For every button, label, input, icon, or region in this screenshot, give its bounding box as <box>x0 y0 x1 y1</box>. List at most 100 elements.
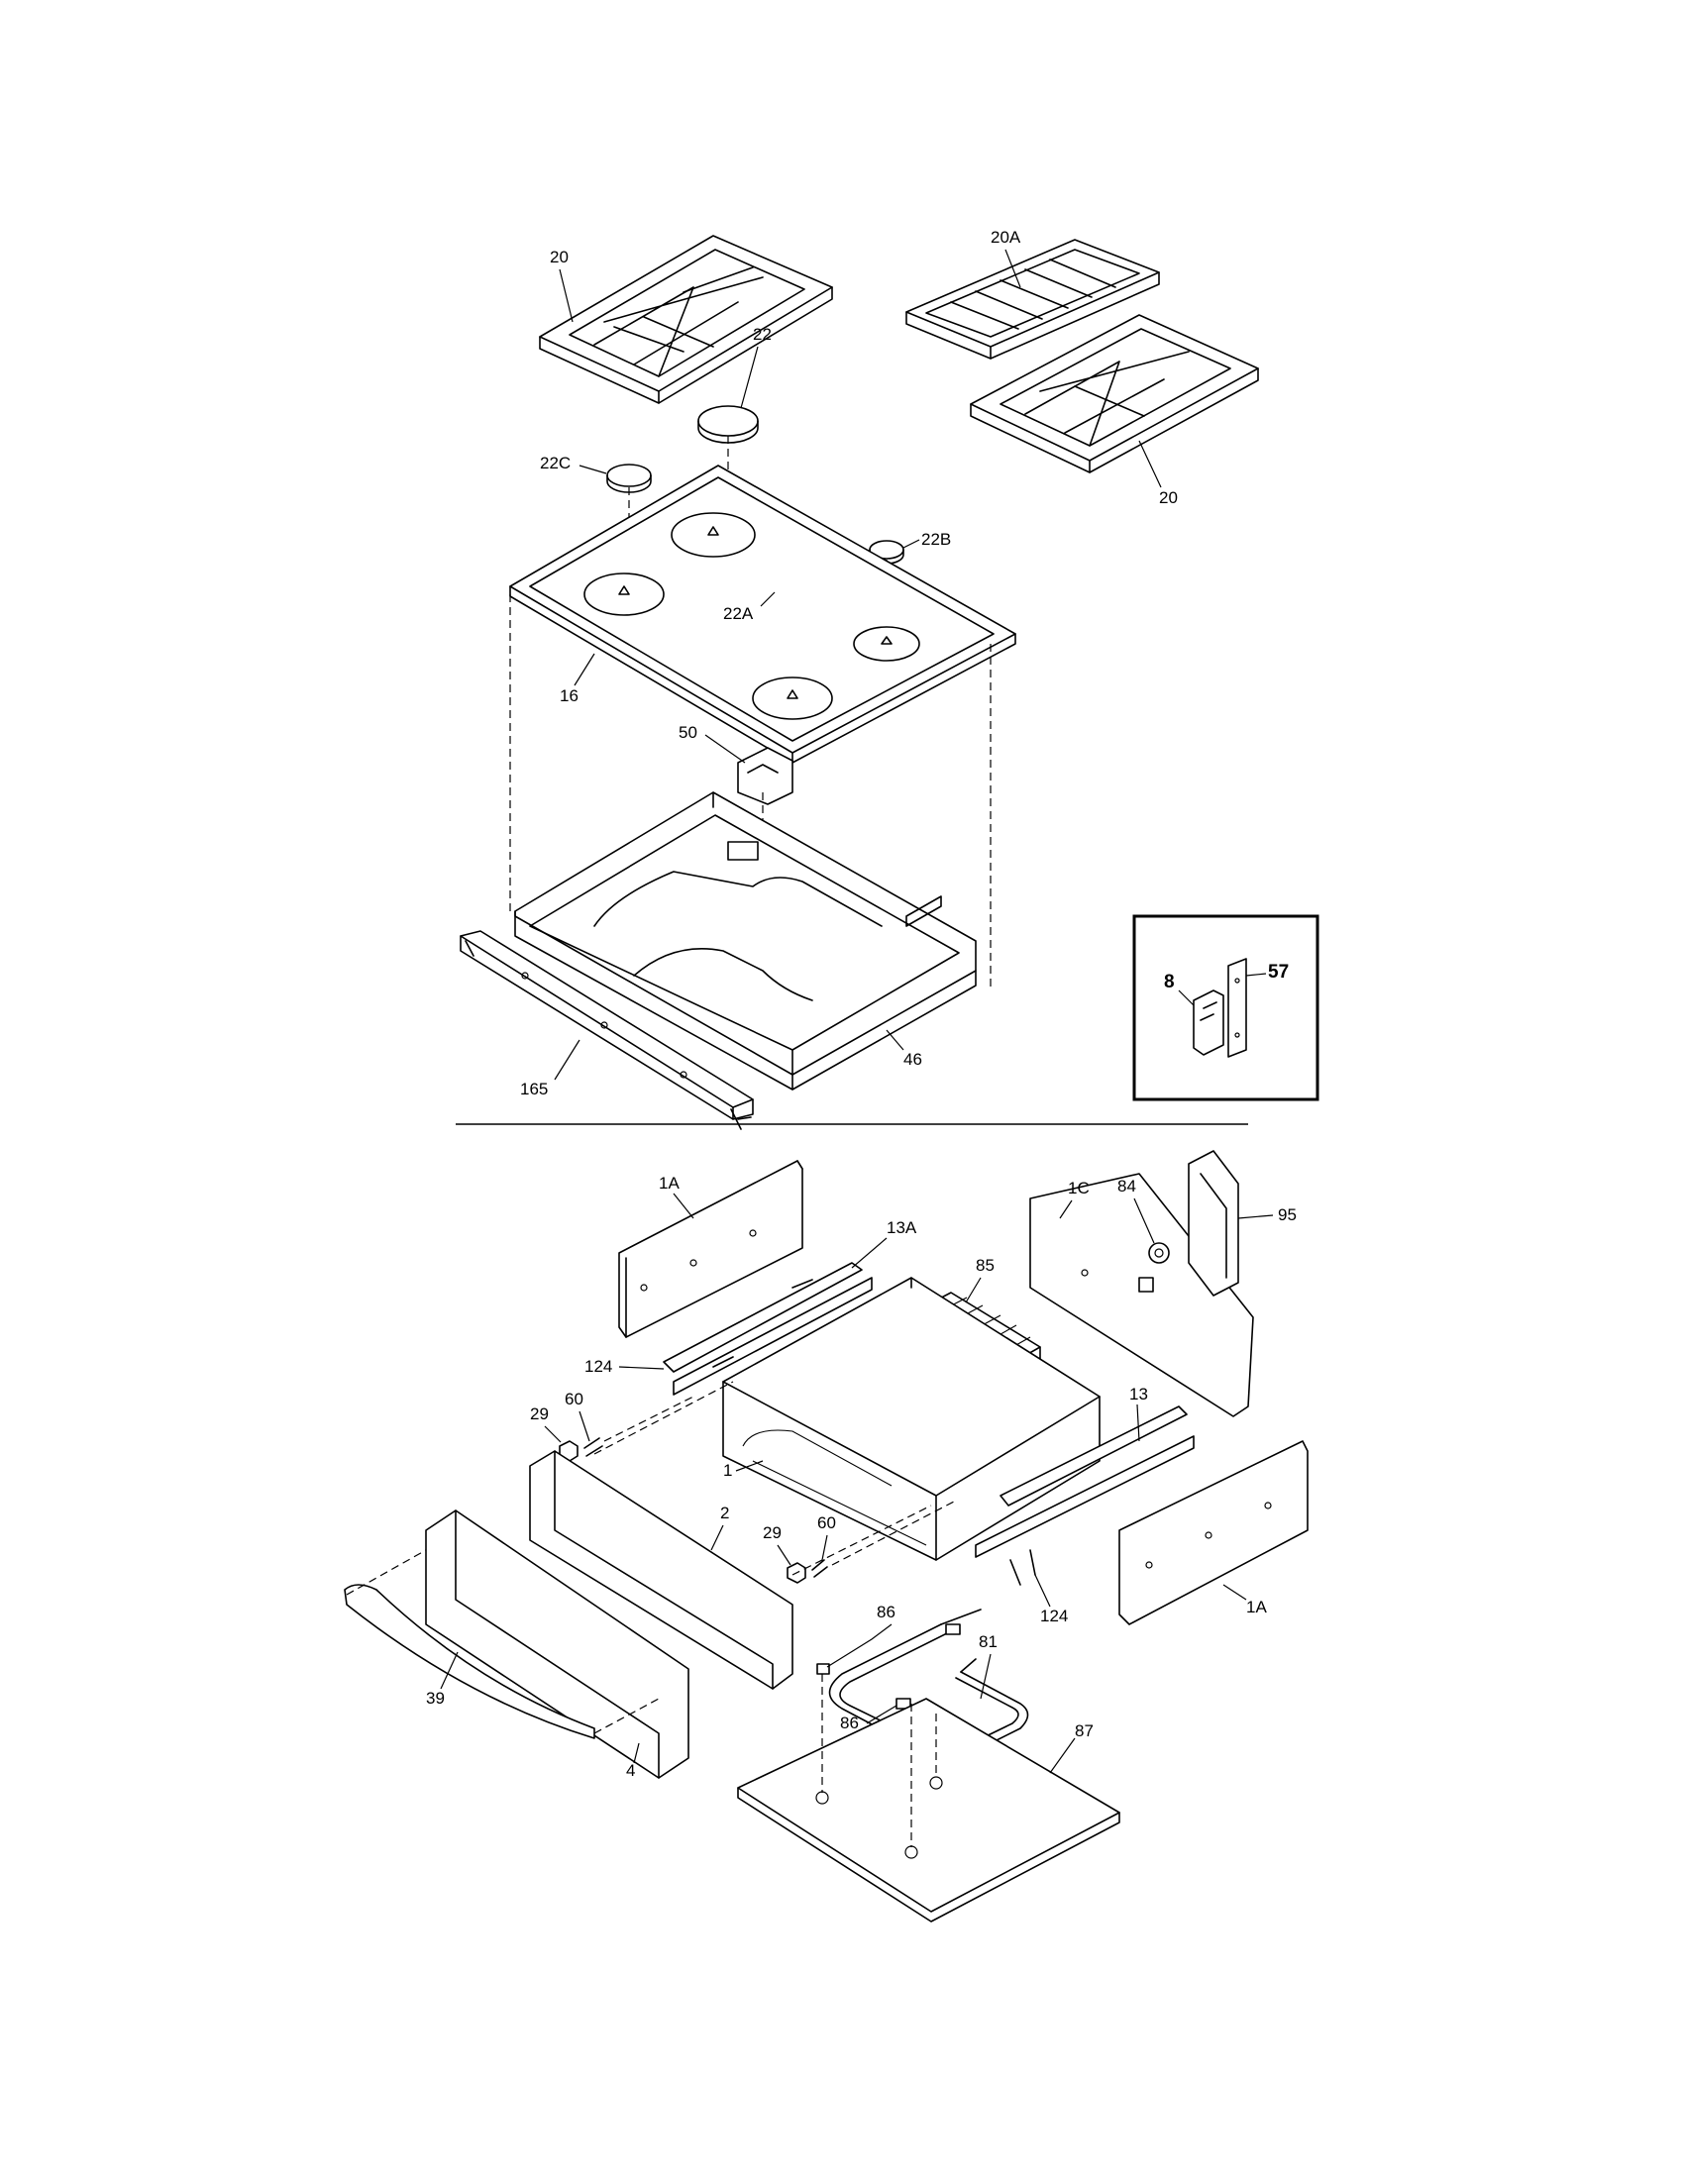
callout-label: 1C <box>1068 1179 1090 1197</box>
bracket-50 <box>737 747 793 805</box>
drawer-slide-13 <box>975 1405 1195 1586</box>
callout-22C: 22C <box>540 454 607 474</box>
callout-label: 165 <box>520 1080 548 1098</box>
callout-124a: 124 <box>584 1357 665 1376</box>
callout-label: 95 <box>1278 1205 1297 1224</box>
burner-cap-22C <box>606 464 652 493</box>
callout-label: 124 <box>1040 1607 1068 1625</box>
grate-center-20A <box>905 239 1160 360</box>
callout-label: 1A <box>1246 1598 1267 1616</box>
callout-label: 29 <box>763 1523 782 1542</box>
callout-95: 95 <box>1237 1205 1297 1224</box>
callout-22A: 22A <box>723 591 776 623</box>
callout-label: 124 <box>584 1357 612 1376</box>
drawer-panel-2 <box>529 1450 793 1690</box>
callout-label: 20A <box>991 228 1021 247</box>
callout-label: 1A <box>659 1174 680 1193</box>
callout-86a: 86 <box>826 1603 895 1668</box>
manifold-bracket-165 <box>460 930 754 1130</box>
callout-20b: 20 <box>1138 440 1178 507</box>
callout-2: 2 <box>710 1504 729 1551</box>
callout-8: 8 <box>1164 972 1195 1006</box>
callout-label: 86 <box>877 1603 895 1621</box>
callout-label: 39 <box>426 1689 445 1708</box>
callout-165: 165 <box>520 1039 580 1098</box>
screw-60-right <box>811 1559 828 1578</box>
callout-label: 84 <box>1117 1177 1136 1196</box>
callout-label: 86 <box>840 1714 859 1732</box>
callout-29b: 29 <box>763 1523 791 1566</box>
callout-1Aa: 1A <box>659 1174 694 1219</box>
callout-label: 16 <box>560 686 579 705</box>
callout-20a: 20 <box>550 248 574 323</box>
callout-60b: 60 <box>817 1513 836 1561</box>
callout-label: 29 <box>530 1404 549 1423</box>
bracket-86-top <box>945 1623 961 1635</box>
callout-29a: 29 <box>530 1404 562 1443</box>
burner-box-46 <box>514 791 977 1091</box>
grate-right <box>970 314 1259 473</box>
callout-label: 20 <box>1159 488 1178 507</box>
callout-87: 87 <box>1049 1721 1094 1774</box>
callout-label: 2 <box>720 1504 729 1522</box>
callout-label: 50 <box>679 723 697 742</box>
callout-50: 50 <box>679 723 746 764</box>
callout-label: 20 <box>550 248 569 266</box>
callout-label: 22B <box>921 530 951 549</box>
callout-label: 13A <box>887 1218 917 1237</box>
grate-left <box>539 235 833 404</box>
callout-4: 4 <box>626 1742 640 1780</box>
drawer-slide-13A <box>663 1262 873 1396</box>
bottom-panel-87 <box>737 1698 1120 1923</box>
callout-60a: 60 <box>565 1390 590 1442</box>
callout-20A: 20A <box>991 228 1021 288</box>
callout-label: 81 <box>979 1632 998 1651</box>
callout-label: 46 <box>903 1050 922 1069</box>
callout-46: 46 <box>886 1029 922 1069</box>
callout-22B: 22B <box>902 530 951 549</box>
callout-81: 81 <box>979 1632 998 1700</box>
callout-1C: 1C <box>1059 1179 1090 1219</box>
callout-label: 8 <box>1164 972 1175 992</box>
callout-label: 22A <box>723 604 754 623</box>
callout-label: 60 <box>817 1513 836 1532</box>
callout-85: 85 <box>965 1256 995 1303</box>
cooktop-16 <box>509 465 1016 764</box>
callout-label: 22C <box>540 454 571 472</box>
inset-box <box>1132 914 1319 1101</box>
callout-57: 57 <box>1245 962 1289 983</box>
callout-label: 22 <box>753 325 772 344</box>
handle-39 <box>344 1584 595 1739</box>
callout-label: 13 <box>1129 1385 1148 1404</box>
bracket-86-side <box>816 1663 830 1675</box>
drawer-front-4 <box>425 1509 689 1779</box>
screw-60-left <box>583 1437 603 1457</box>
spark-module-8 <box>1193 989 1224 1056</box>
callout-label: 57 <box>1268 962 1289 983</box>
bracket-86-bottom <box>895 1698 911 1710</box>
side-panel-1A-right <box>1118 1440 1309 1625</box>
side-panel-1A-left <box>618 1160 803 1338</box>
shield-95 <box>1188 1150 1239 1297</box>
callout-84: 84 <box>1117 1177 1155 1244</box>
callout-label: 4 <box>626 1761 635 1780</box>
drawer-body-1 <box>722 1277 1101 1561</box>
callout-22: 22 <box>740 325 772 409</box>
callout-16: 16 <box>560 653 595 705</box>
callout-86b: 86 <box>840 1705 897 1732</box>
callout-1Ab: 1A <box>1222 1584 1267 1616</box>
callout-13: 13 <box>1129 1385 1148 1442</box>
callout-124b: 124 <box>1034 1574 1068 1625</box>
callout-1: 1 <box>723 1460 764 1480</box>
callout-label: 87 <box>1075 1721 1094 1740</box>
callout-13A: 13A <box>851 1218 917 1269</box>
callout-label: 1 <box>723 1461 732 1480</box>
callout-39: 39 <box>426 1651 459 1708</box>
callout-label: 60 <box>565 1390 583 1408</box>
bracket-57 <box>1227 958 1247 1058</box>
back-panel-1C <box>1029 1173 1254 1417</box>
terminal-84 <box>1148 1242 1170 1264</box>
callout-label: 85 <box>976 1256 995 1275</box>
